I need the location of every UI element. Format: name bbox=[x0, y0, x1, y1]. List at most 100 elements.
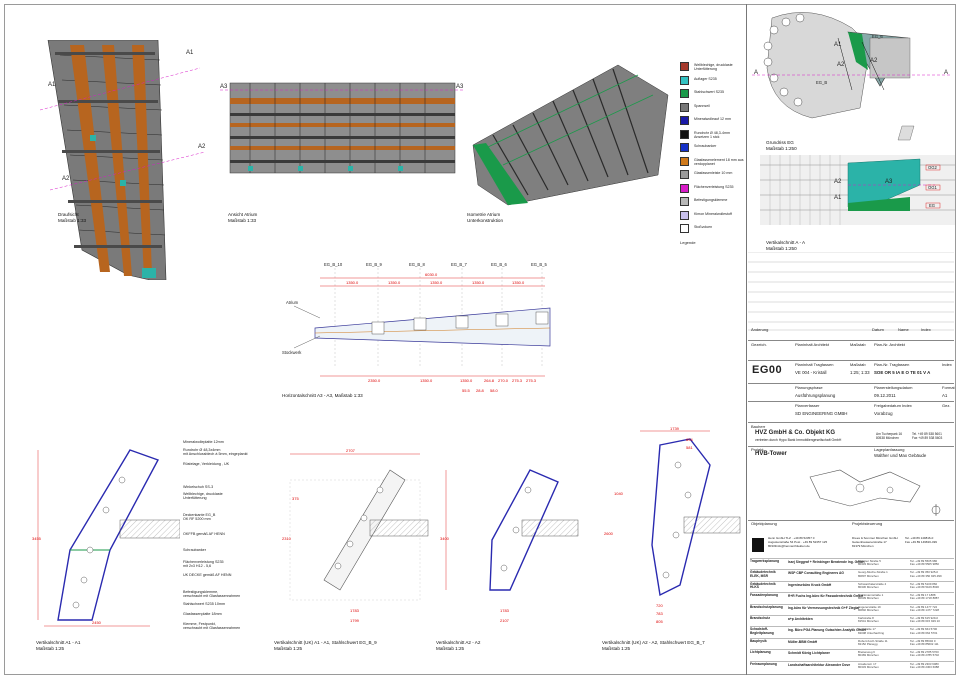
section-aa-caption: Vertikalschnitt A - A Maßstab 1:250 bbox=[766, 240, 806, 251]
top-view-caption: Draufsicht Maßstab 1:33 bbox=[58, 212, 87, 223]
section-aa-drawing: OG2 OG1 EG A2 A3 A1 bbox=[760, 155, 955, 225]
annotation-label: Mineralwolleplatte 12mm bbox=[183, 440, 224, 444]
legend-swatch bbox=[680, 75, 689, 85]
v2-dim-3: 2310 bbox=[282, 536, 292, 541]
location-label: Lageplanfassung bbox=[874, 447, 905, 452]
consultant-role: Tragwerksplanung bbox=[750, 559, 780, 563]
v2-dim-5: 375 bbox=[292, 496, 299, 501]
plan-status: Ausführungsplanung bbox=[795, 393, 836, 398]
consultant-role: Gebäudetechnik HLKS bbox=[750, 581, 776, 590]
plan-marker-a2b: A2 bbox=[870, 58, 878, 64]
site-sketch bbox=[809, 469, 941, 516]
location-name: Walther und Max Gebäude bbox=[874, 453, 927, 458]
legend-swatch bbox=[680, 156, 689, 166]
consultant-tel: Tel. +49 89 2303 6080 Fax +49 89 2303 60… bbox=[910, 661, 940, 669]
consultant-tel: Tel. +49 89 85602 0 Fax +49 89 85602 111 bbox=[910, 638, 939, 647]
consultant-address: Robert-Koch-Straße 11 82152 Planegg bbox=[858, 638, 888, 647]
axis-egb5: EG_B_5 bbox=[531, 262, 548, 267]
legend-label: Stahlschwert S235 bbox=[694, 90, 724, 94]
annotation-label: Klemme, Festpunkt, verschraubt mit Glasf… bbox=[183, 622, 241, 631]
dim-bot-4: 264.8 bbox=[484, 378, 495, 383]
plan-row1-a: Gezeich. bbox=[751, 342, 767, 347]
plan-row1-d: Plan-Nr. Architekt bbox=[874, 342, 905, 347]
legend-swatch bbox=[680, 116, 689, 125]
annotation-label: Flächenverleistung S235 mit 2x3 H12 - 5,… bbox=[183, 560, 224, 569]
iso-view-drawing bbox=[472, 64, 669, 206]
legend-swatch bbox=[680, 62, 689, 71]
legend-label: Kimon Mineralwollestoff bbox=[694, 211, 732, 216]
plan-row2-c: Maßstab bbox=[850, 362, 866, 367]
dim-bot-7: 275.3 bbox=[526, 378, 537, 383]
revision-grid bbox=[748, 252, 954, 331]
title-block bbox=[746, 4, 956, 675]
rev-hdr-change: Änderung bbox=[751, 327, 769, 332]
plan-row2-d: Plan-Nr. Tragfassen bbox=[874, 362, 910, 367]
plan-stage: Vorabzug bbox=[874, 411, 893, 416]
consultant-tel: Tel. +49 89 2785 5700 Fax +49 89 2785 57… bbox=[910, 650, 940, 658]
atrium-view-caption: Ansicht Atrium Maßstab 1:33 bbox=[228, 212, 258, 223]
dim-top-5: 1350.0 bbox=[512, 280, 525, 285]
annotation-label: UK DECKE gemäß AF HENN bbox=[183, 573, 232, 577]
consultant-name: Isarj Sieggraf + Reinbinger Beratende In… bbox=[788, 560, 865, 564]
legend-title: Legende bbox=[680, 240, 696, 245]
v2-dim-4: 1799 bbox=[350, 618, 360, 623]
marker-a1-top: A1 bbox=[186, 50, 194, 56]
legend-swatch bbox=[680, 170, 689, 179]
legend-label: Spannseil bbox=[694, 103, 710, 108]
consultant-address: Karlstraße 8 81541 München bbox=[858, 616, 879, 624]
dim-small-1: 55.5 bbox=[462, 388, 471, 393]
plan-row1-c: Maßstab bbox=[850, 342, 866, 347]
plan-caption: Grundriss EG Maßstab 1:250 bbox=[766, 140, 797, 151]
plan-content: VE 004 - Kristall bbox=[795, 370, 827, 375]
planner-label-2: Freigabedatum Index bbox=[874, 403, 912, 408]
legend-label: Auflager S235 bbox=[694, 76, 717, 81]
marker-a3-left: A3 bbox=[220, 84, 228, 90]
sheet-border bbox=[4, 4, 956, 675]
annotation-label: Rundrohr Ø 48,3x4mm mit Anschlussblech à… bbox=[183, 448, 248, 457]
marker-a3-right: A3 bbox=[456, 84, 464, 90]
rev-hdr-date: Datum bbox=[872, 327, 884, 332]
atrium-view-drawing: A3 A3 bbox=[220, 82, 465, 174]
consultant-tel: Tel. +49 89 1477 722 Fax +49 89 1477 722… bbox=[910, 604, 940, 612]
legend-label: Befestigungsklemme bbox=[694, 198, 728, 202]
legend-swatch bbox=[680, 183, 689, 193]
legend-swatch bbox=[680, 197, 689, 206]
plan-axis-egb: EG_B bbox=[816, 80, 827, 85]
horizontal-section-drawing: EG_B_10 EG_B_9 EG_B_8 EG_B_7 EG_B_6 EG_B… bbox=[282, 262, 551, 393]
annotation-label: Rüstelage, Verkleidung , UK bbox=[183, 462, 230, 466]
consultant-name: a+p Architekten bbox=[788, 617, 813, 621]
dim-small-3: 58.0 bbox=[490, 388, 499, 393]
v4-dim-3: 581 bbox=[686, 445, 693, 450]
consultant-address: Brienner Straße 5 80333 München bbox=[858, 559, 881, 567]
legend-swatch bbox=[680, 89, 689, 98]
plan-scale: 1:25; 1:33 bbox=[850, 370, 870, 375]
marker-a1-left: A1 bbox=[48, 82, 56, 88]
iso-view-caption: Isometrie Atrium Unterkonstruktion bbox=[467, 212, 504, 223]
annotation-label: Winkelschuh SS-3 bbox=[183, 485, 214, 489]
annotation-label: OKFFB gemäß AF HENN bbox=[183, 532, 225, 536]
consultant-name: Landschaftsarchitektur Alexander Dove bbox=[788, 662, 851, 667]
vertical-section-2-drawing: 2707 1783 2310 1799 375 bbox=[282, 448, 429, 623]
plan-row1-b: Planinhalt Architekt bbox=[795, 342, 830, 347]
consultant-address: Schwanthalerstraße 4 80336 München bbox=[858, 581, 887, 590]
consultant-role: Bauphysik bbox=[750, 638, 767, 643]
planner-label-3: Gez. bbox=[942, 403, 951, 408]
axis-egb8: EG_B_8 bbox=[409, 262, 426, 267]
plan-marker-a-right: A bbox=[944, 70, 948, 76]
consultant-name: Ingenieurbüro Kruck GmbH bbox=[788, 582, 832, 587]
status-label-2: Planerstellungsdatum bbox=[874, 385, 913, 390]
legend-label: Mineralwolleauf 12 mm bbox=[694, 117, 731, 121]
plan-date: 09.12.2011 bbox=[874, 393, 896, 398]
legend-label: Flächenverleistung S235 bbox=[694, 184, 734, 189]
annotation-label: Schraubanker bbox=[183, 548, 206, 552]
v4-dim-5: 1040 bbox=[614, 491, 624, 496]
label-stockwerk: Stockwerk bbox=[282, 350, 302, 355]
marker-a2-left: A2 bbox=[62, 176, 70, 182]
legend-label: Wellblechige, drucklaste Unterfütterung bbox=[694, 63, 733, 72]
v4-dim-4: 2600 bbox=[604, 531, 614, 536]
legend-swatch bbox=[680, 129, 689, 139]
legend-label: Glasfassenelement 18 mm aus verdopplanet bbox=[694, 157, 744, 166]
